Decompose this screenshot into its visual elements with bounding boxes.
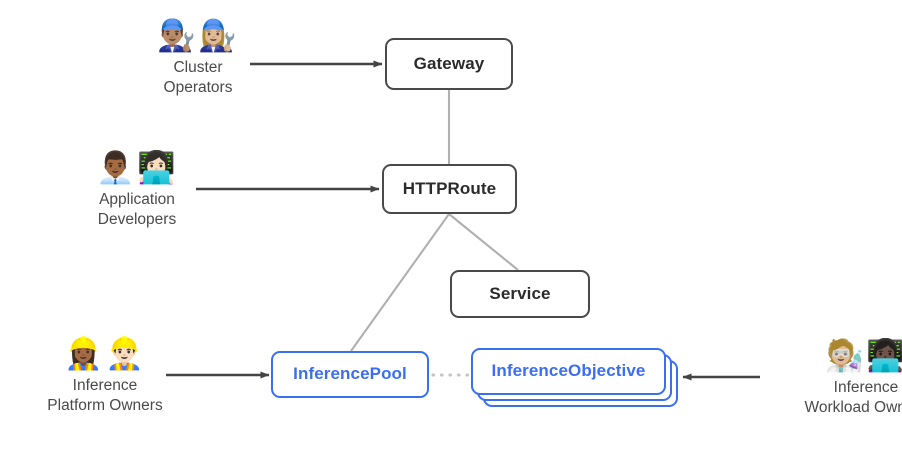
persona-cluster-operators: 👨🏽‍🔧👩🏼‍🔧 Cluster Operators <box>103 20 293 98</box>
node-inferenceobjective-label: InferenceObjective <box>491 361 646 381</box>
edge-httproute-to-inferencepool <box>350 213 450 352</box>
node-httproute[interactable]: HTTPRoute <box>382 164 517 214</box>
inference-workload-owners-label: Inference Workload Owners <box>804 379 902 416</box>
node-gateway[interactable]: Gateway <box>385 38 513 90</box>
node-service[interactable]: Service <box>450 270 590 318</box>
node-inferenceobjective[interactable]: InferenceObjective <box>471 348 678 407</box>
inference-platform-owners-label: Inference Platform Owners <box>47 377 163 414</box>
application-developers-icon: 👨🏾‍💼👩🏻‍💻 <box>96 150 178 185</box>
cluster-operators-label: Cluster Operators <box>163 59 233 96</box>
inference-workload-owners-icon: 🧑🏼‍🔬👩🏿‍💻 <box>825 338 902 373</box>
persona-inference-workload-owners: 🧑🏼‍🔬👩🏿‍💻 Inference Workload Owners <box>771 340 902 418</box>
node-inferencepool-label: InferencePool <box>293 364 407 384</box>
node-service-label: Service <box>489 283 551 303</box>
inference-platform-owners-icon: 👷🏾‍♀️👷🏻‍♂️ <box>64 336 146 371</box>
stack-sheet-front: InferenceObjective <box>471 348 666 395</box>
persona-inference-platform-owners: 👷🏾‍♀️👷🏻‍♂️ Inference Platform Owners <box>10 338 200 416</box>
cluster-operators-icon: 👨🏽‍🔧👩🏼‍🔧 <box>157 18 239 53</box>
node-gateway-label: Gateway <box>413 53 485 73</box>
node-httproute-label: HTTPRoute <box>402 178 497 198</box>
edge-httproute-to-service <box>448 213 519 271</box>
application-developers-label: Application Developers <box>97 191 177 228</box>
node-inferencepool[interactable]: InferencePool <box>271 351 429 398</box>
persona-application-developers: 👨🏾‍💼👩🏻‍💻 Application Developers <box>42 152 232 230</box>
